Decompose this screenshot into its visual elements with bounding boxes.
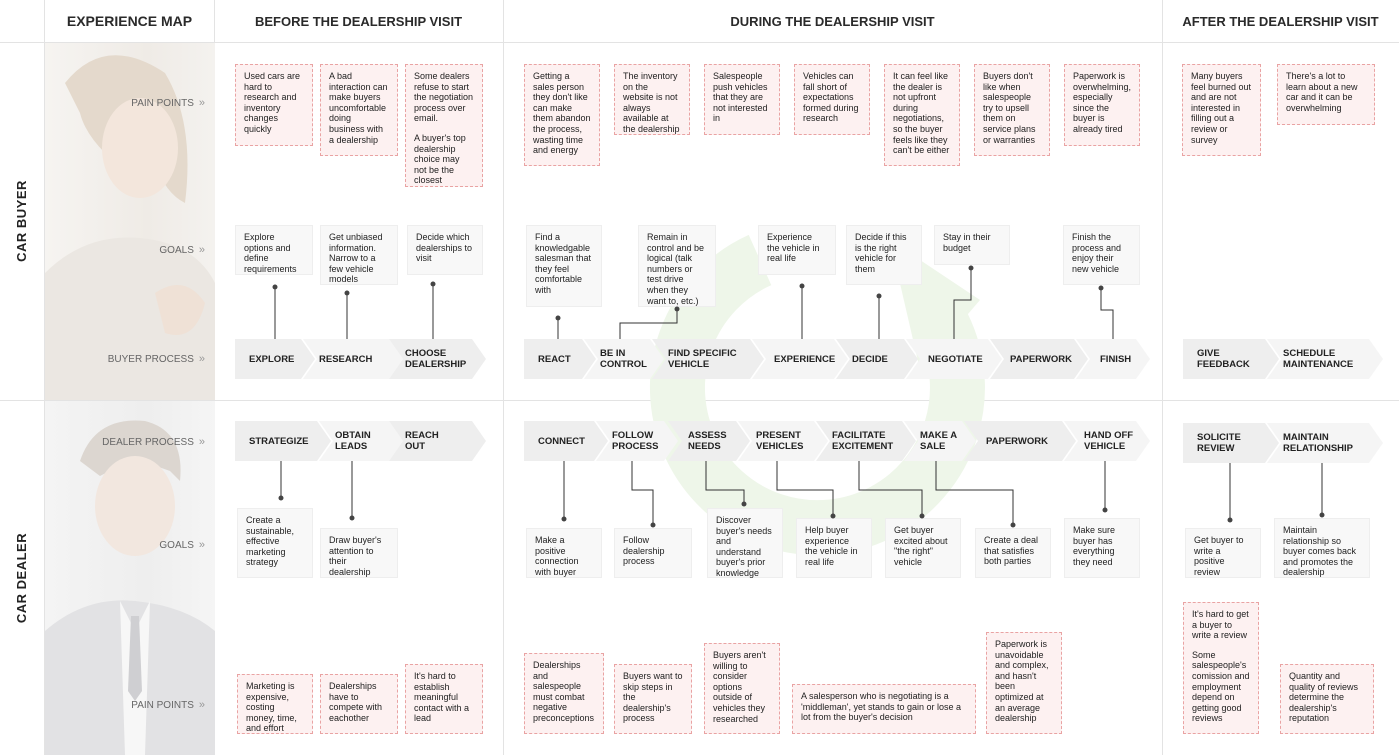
- double-chevron-right-icon: »: [198, 539, 205, 551]
- buyer-step: EXPLORE: [235, 339, 315, 379]
- dealer-pain-note: Quantity and quality of reviews determin…: [1280, 664, 1374, 734]
- dealer-step: FACILITATE EXCITEMENT: [816, 421, 916, 461]
- dealer-goal-note: Help buyer experience the vehicle in rea…: [796, 518, 872, 578]
- dealer-goal-note: Discover buyer's needs and understand bu…: [707, 508, 783, 578]
- dealer-pain-note: Buyers want to skip steps in the dealers…: [614, 664, 692, 734]
- buyer-pain-text: A buyer's top dealership choice may not …: [414, 132, 466, 186]
- buyer-pain-note: It can feel like the dealer is not upfro…: [884, 64, 960, 166]
- buyer-pain-note: Paperwork is overwhelming, especially si…: [1064, 64, 1140, 146]
- buyer-step: RESEARCH: [303, 339, 403, 379]
- label-goals-dealer: GOALS»: [159, 539, 205, 551]
- buyer-pain-text: Some dealers refuse to start the negotia…: [414, 71, 474, 124]
- buyer-pain-note: Vehicles can fall short of expectations …: [794, 64, 870, 135]
- dealer-step: MAINTAIN RELATIONSHIP: [1267, 423, 1383, 463]
- buyer-step: CHOOSE DEALERSHIP: [389, 339, 486, 379]
- dealer-pain-note: It's hard to get a buyer to write a revi…: [1183, 602, 1259, 734]
- phase-header-before: BEFORE THE DEALERSHIP VISIT: [254, 13, 463, 29]
- grid-line: [1162, 0, 1163, 755]
- label-dealer-process: DEALER PROCESS»: [102, 436, 205, 448]
- buyer-pain-note: A bad interaction can make buyers uncomf…: [320, 64, 398, 156]
- double-chevron-right-icon: »: [198, 353, 205, 365]
- buyer-goal-note: Decide if this is the right vehicle for …: [846, 225, 922, 285]
- buyer-step: SCHEDULE MAINTENANCE: [1267, 339, 1383, 379]
- label-buyer-process: BUYER PROCESS»: [107, 353, 205, 365]
- grid-line: [503, 0, 504, 755]
- phase-header-after: AFTER THE DEALERSHIP VISIT: [1182, 13, 1379, 29]
- dealer-pain-note: Dealerships and salespeople must combat …: [524, 653, 604, 734]
- label-pain-points-dealer: PAIN POINTS»: [131, 699, 205, 711]
- dealer-pain-note: Marketing is expensive, costing money, t…: [237, 674, 313, 734]
- buyer-step: REACT: [524, 339, 596, 379]
- buyer-goal-note: Explore options and define requirements: [235, 225, 313, 275]
- dealer-step: PRESENT VEHICLES: [738, 421, 828, 461]
- dealer-pain-note: Paperwork is unavoidable and complex, an…: [986, 632, 1062, 734]
- buyer-goal-note: Stay in their budget: [934, 225, 1010, 265]
- buyer-step: EXPERIENCE: [752, 339, 848, 379]
- buyer-goal-note: Get unbiased information. Narrow to a fe…: [320, 225, 398, 285]
- dealer-step: CONNECT: [524, 421, 608, 461]
- dealer-goal-note: Get buyer excited about "the right" vehi…: [885, 518, 961, 578]
- dealer-goal-note: Draw buyer's attention to their dealersh…: [320, 528, 398, 578]
- dealer-goal-note: Make a positive connection with buyer: [526, 528, 602, 578]
- dealer-step: STRATEGIZE: [235, 421, 331, 461]
- woman-portrait-icon: [45, 55, 215, 400]
- buyer-goal-note: Experience the vehicle in real life: [758, 225, 836, 275]
- double-chevron-right-icon: »: [198, 244, 205, 256]
- man-portrait-icon: [45, 420, 215, 755]
- double-chevron-right-icon: »: [198, 436, 205, 448]
- dealer-goal-note: Create a deal that satisfies both partie…: [975, 528, 1051, 578]
- dealer-goal-note: Maintain relationship so buyer comes bac…: [1274, 518, 1370, 578]
- map-title: EXPERIENCE MAP: [66, 13, 193, 29]
- dealer-goal-note: Make sure buyer has everything they need: [1064, 518, 1140, 578]
- buyer-pain-note: Salespeople push vehicles that they are …: [704, 64, 780, 135]
- buyer-goal-note: Find a knowledgable salesman that they f…: [526, 225, 602, 307]
- dealer-step: OBTAIN LEADS: [319, 421, 403, 461]
- dealer-step: HAND OFF VEHICLE: [1064, 421, 1150, 461]
- buyer-step: PAPERWORK: [990, 339, 1088, 379]
- buyer-pain-note: Many buyers feel burned out and are not …: [1182, 64, 1261, 156]
- buyer-pain-note: Used cars are hard to research and inven…: [235, 64, 313, 146]
- label-goals-buyer: GOALS»: [159, 244, 205, 256]
- dealer-pain-note: Dealerships have to compete with eachoth…: [320, 674, 398, 734]
- grid-line: [0, 42, 1399, 43]
- dealer-pain-text: It's hard to get a buyer to write a revi…: [1192, 609, 1249, 641]
- label-pain-points-buyer: PAIN POINTS»: [131, 97, 205, 109]
- buyer-step: NEGOTIATE: [906, 339, 1002, 379]
- dealer-step: PAPERWORK: [964, 421, 1076, 461]
- dealer-pain-note: It's hard to establish meaningful contac…: [405, 664, 483, 734]
- buyer-pain-note: Buyers don't like when salespeople try t…: [974, 64, 1050, 156]
- dealer-pain-note: A salesperson who is negotiating is a 'm…: [792, 684, 976, 734]
- dealer-step: SOLICITE REVIEW: [1183, 423, 1279, 463]
- buyer-pain-note: Getting a sales person they don't like c…: [524, 64, 600, 166]
- dealer-goal-note: Get buyer to write a positive review: [1185, 528, 1261, 578]
- grid-line: [44, 0, 45, 755]
- dealer-pain-text: Some salespeople's comission and employm…: [1192, 649, 1250, 724]
- buyer-goal-note: Finish the process and enjoy their new v…: [1063, 225, 1140, 285]
- double-chevron-right-icon: »: [198, 97, 205, 109]
- dealer-goal-note: Create a sustainable, effective marketin…: [237, 508, 313, 578]
- car-dealer-photo: [45, 401, 215, 755]
- buyer-step: FIND SPECIFIC VEHICLE: [652, 339, 764, 379]
- buyer-step: GIVE FEEDBACK: [1183, 339, 1279, 379]
- buyer-pain-note: There's a lot to learn about a new car a…: [1277, 64, 1375, 125]
- dealer-step: REACH OUT: [389, 421, 486, 461]
- double-chevron-right-icon: »: [198, 699, 205, 711]
- dealer-pain-note: Buyers aren't willing to consider option…: [704, 643, 780, 734]
- buyer-goal-note: Decide which dealerships to visit: [407, 225, 483, 275]
- phase-header-during: DURING THE DEALERSHIP VISIT: [730, 13, 935, 29]
- buyer-pain-note: The inventory on the website is not alwa…: [614, 64, 690, 135]
- car-buyer-photo: [45, 43, 215, 400]
- buyer-pain-note: Some dealers refuse to start the negotia…: [405, 64, 483, 187]
- dealer-goal-note: Follow dealership process: [614, 528, 692, 578]
